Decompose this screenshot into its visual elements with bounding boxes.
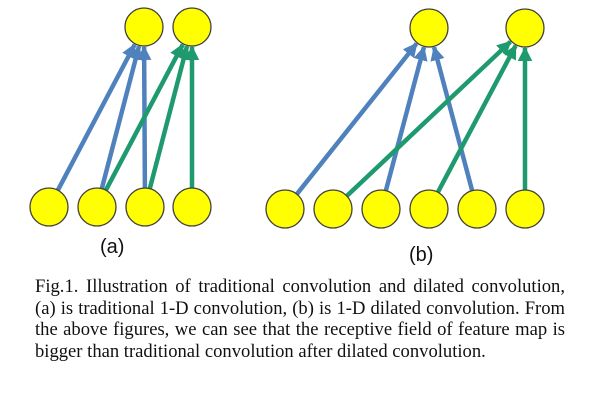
- input-node-b-3: [409, 189, 449, 229]
- edge-b-in3-out1: [435, 44, 518, 195]
- edges-layer: [55, 40, 533, 199]
- edge-a-in2-out1: [147, 44, 191, 191]
- edge-a-in1-out1: [103, 43, 185, 193]
- edge-b-in4-out0: [430, 45, 475, 193]
- edge-b-in1-out1: [344, 40, 512, 199]
- input-node-a-2: [125, 187, 165, 227]
- subfigure-label-a: (a): [100, 236, 125, 258]
- nodes-layer: [29, 7, 545, 229]
- convolution-diagram: [29, 7, 545, 229]
- edge-a-in1-out0: [99, 44, 143, 191]
- output-node-b-0: [409, 8, 449, 48]
- input-node-b-5: [505, 189, 545, 229]
- input-node-b-0: [265, 189, 305, 229]
- subfigure-label-b: (b): [409, 244, 434, 266]
- input-node-b-2: [361, 189, 401, 229]
- input-node-b-4: [457, 189, 497, 229]
- output-node-b-1: [505, 8, 545, 48]
- edge-b-in0-out0: [294, 42, 419, 197]
- input-node-a-0: [29, 187, 69, 227]
- output-node-a-0: [124, 7, 164, 47]
- edge-b-in2-out0: [383, 45, 428, 193]
- edge-a-in0-out0: [55, 43, 137, 193]
- input-node-b-1: [313, 189, 353, 229]
- output-node-a-1: [172, 7, 212, 47]
- input-node-a-3: [172, 187, 212, 227]
- figure-caption: Fig.1. Illustration of traditional convo…: [35, 276, 565, 362]
- input-node-a-1: [77, 187, 117, 227]
